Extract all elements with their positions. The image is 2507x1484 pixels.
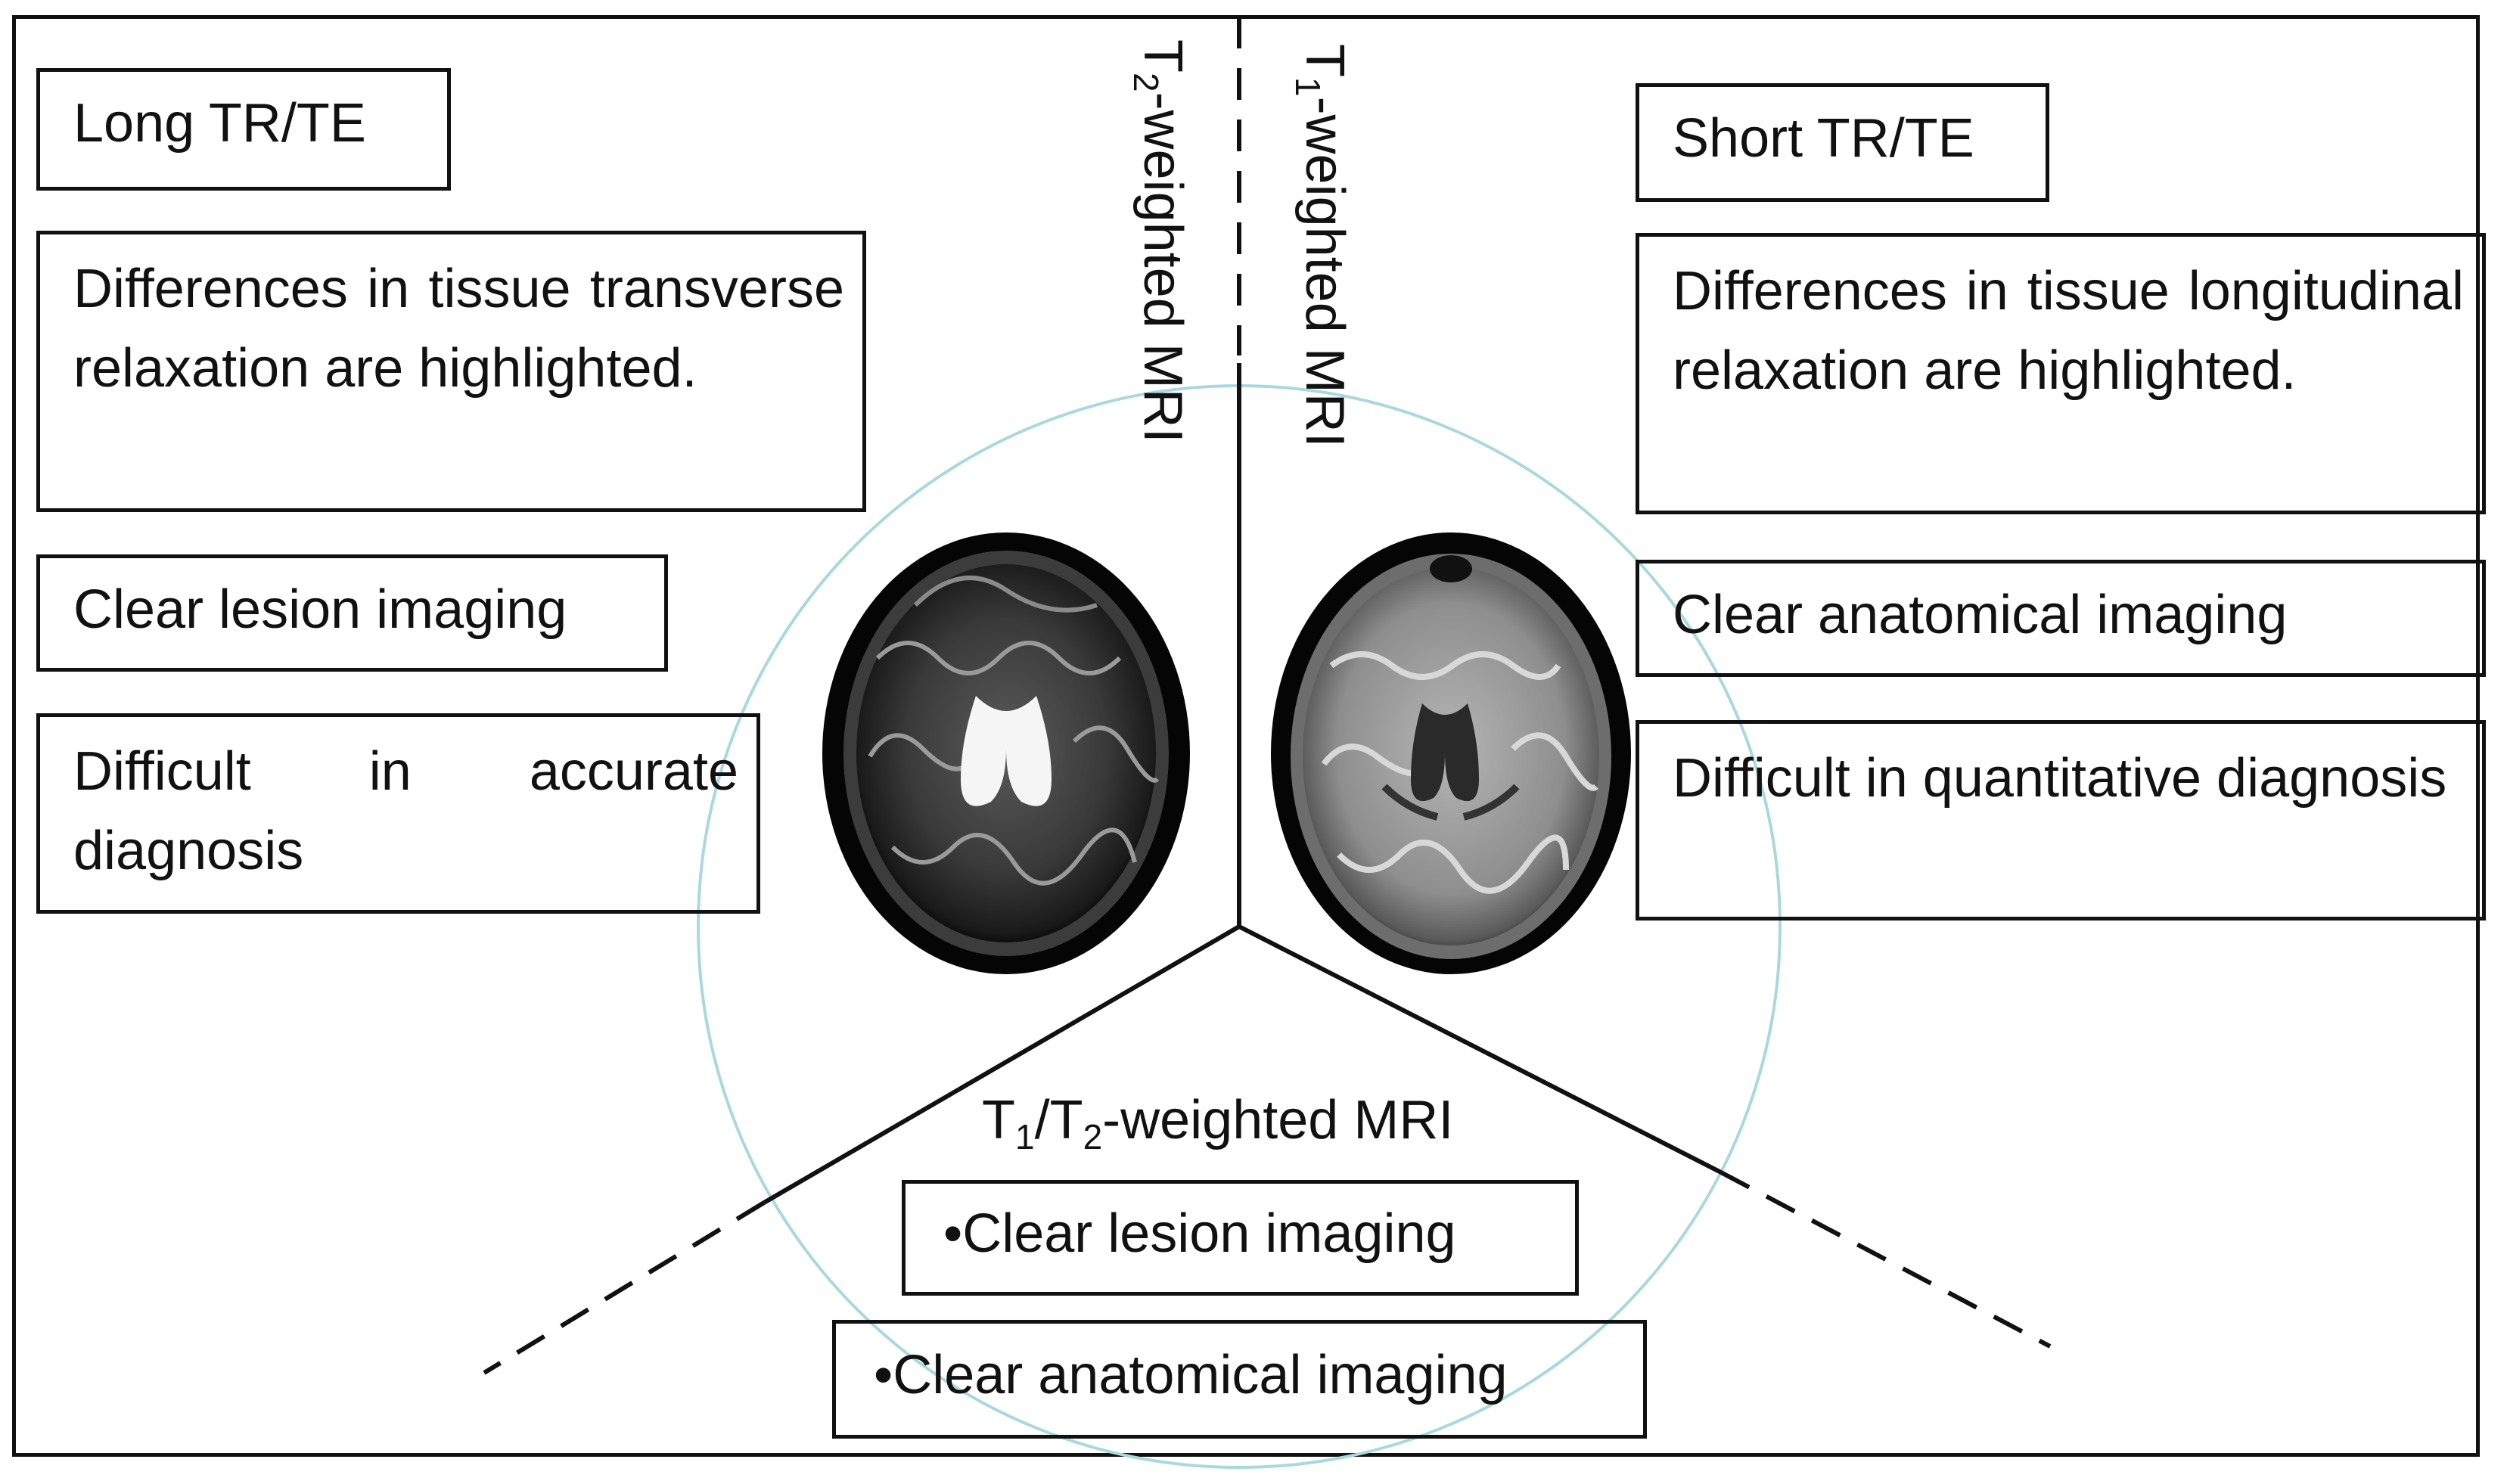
left-description-box: Differences in tissue transverse relaxat… xyxy=(36,231,866,512)
diagram-frame xyxy=(12,15,2480,1457)
divider-left-solid xyxy=(763,924,1241,1205)
left-header-box: Long TR/TE xyxy=(36,68,451,191)
left-advantage-box: Clear lesion imaging xyxy=(36,554,668,672)
right-limitation-text: Difficult in quantitative diagnosis xyxy=(1673,748,2447,809)
bottom-lesion-text: •Clear lesion imaging xyxy=(943,1203,1456,1264)
t2-weighted-label: T2-weighted MRI xyxy=(1126,39,1193,443)
divider-left-dashed xyxy=(483,1200,766,1375)
right-limitation-box: Difficult in quantitative diagnosis xyxy=(1636,720,2486,921)
right-advantage-box: Clear anatomical imaging xyxy=(1636,560,2486,677)
divider-right-solid xyxy=(1238,924,1723,1175)
divider-right-dashed xyxy=(1719,1170,2052,1349)
bottom-anatomical-text: •Clear anatomical imaging xyxy=(874,1345,1508,1405)
left-advantage-text: Clear lesion imaging xyxy=(73,579,567,640)
t1-weighted-label: T1-weighted MRI xyxy=(1288,44,1355,448)
bottom-anatomical-box: •Clear anatomical imaging xyxy=(832,1320,1647,1439)
left-limitation-text: Difficult in accurate diagnosis xyxy=(73,741,738,881)
right-description-box: Differences in tissue longitudinal relax… xyxy=(1636,233,2486,514)
t2-brain-scan xyxy=(822,532,1190,974)
right-description-text: Differences in tissue longitudinal relax… xyxy=(1673,261,2464,401)
right-header-box: Short TR/TE xyxy=(1636,83,2049,202)
left-header-text: Long TR/TE xyxy=(73,93,366,154)
t1-brain-scan xyxy=(1271,532,1631,974)
right-advantage-text: Clear anatomical imaging xyxy=(1673,585,2288,645)
left-description-text: Differences in tissue transverse relaxat… xyxy=(73,259,844,399)
right-header-text: Short TR/TE xyxy=(1673,108,1974,169)
left-limitation-box: Difficult in accurate diagnosis xyxy=(36,713,760,914)
bottom-lesion-box: •Clear lesion imaging xyxy=(902,1180,1579,1296)
t1-t2-weighted-label: T1/T2-weighted MRI xyxy=(982,1090,1454,1156)
